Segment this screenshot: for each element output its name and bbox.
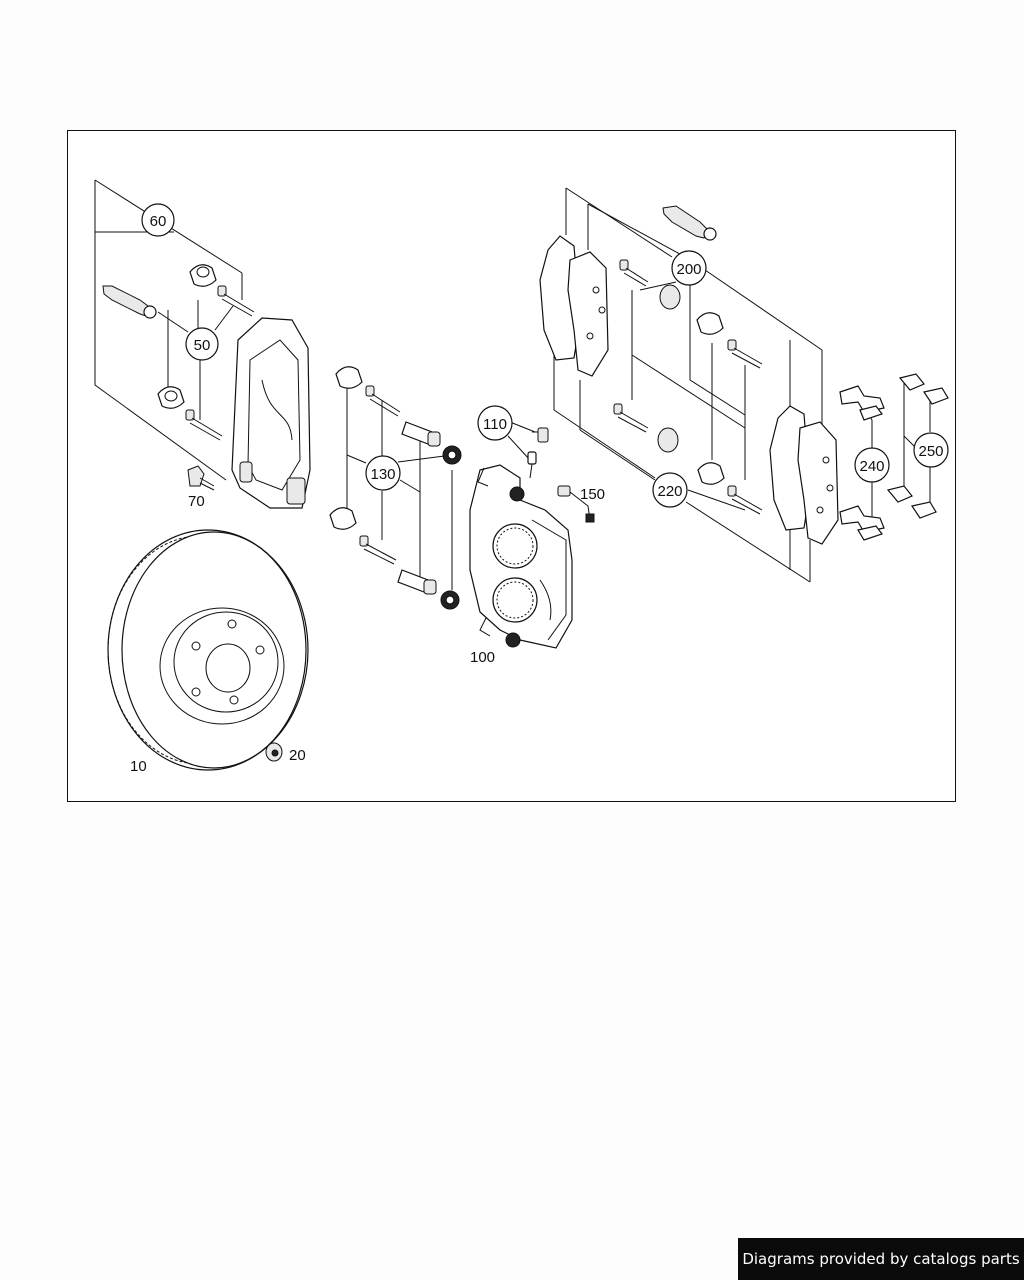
- guide-bolt-lower-left: [185, 409, 223, 441]
- callout-250: 250: [913, 432, 949, 468]
- anti-rattle-clips-250: [886, 373, 949, 519]
- pad-hardware-200: [619, 205, 763, 369]
- label-10: 10: [130, 758, 147, 775]
- callout-130-label: 130: [370, 466, 395, 483]
- footer-text: Diagrams provided by catalogs parts: [742, 1250, 1020, 1268]
- anti-rattle-clips-240: [839, 385, 885, 541]
- label-20: 20: [289, 747, 306, 764]
- guide-bolt-upper-left: [217, 285, 255, 317]
- callout-220-label: 220: [657, 483, 682, 500]
- callout-60-label: 60: [150, 213, 167, 230]
- disc-screw: [265, 742, 283, 762]
- callout-50-label: 50: [194, 337, 211, 354]
- callout-250-label: 250: [918, 443, 943, 460]
- label-150: 150: [580, 486, 605, 503]
- caliper-bracket: [231, 317, 311, 509]
- boot-seal-lower-left: [157, 386, 185, 409]
- bleeder-valve: [527, 427, 549, 479]
- callout-220: 220: [652, 472, 688, 508]
- callout-200: 200: [671, 250, 707, 286]
- brake-pad-set-lower: [769, 405, 839, 545]
- callout-110-label: 110: [483, 416, 507, 433]
- grease-tube-left: [102, 285, 157, 319]
- leader-lines: [94, 179, 931, 590]
- callout-50: 50: [185, 327, 219, 361]
- callout-240: 240: [854, 447, 890, 483]
- label-100: 100: [470, 649, 495, 666]
- brake-caliper: [469, 464, 573, 649]
- pad-hardware-220: [613, 403, 763, 515]
- callout-240-label: 240: [859, 458, 884, 475]
- brake-disc: [107, 529, 309, 771]
- callout-130: 130: [365, 455, 401, 491]
- callout-200-label: 200: [676, 261, 701, 278]
- footer-banner: Diagrams provided by catalogs parts: [738, 1238, 1024, 1280]
- callout-60: 60: [141, 203, 175, 237]
- bracket-bolt: [187, 465, 215, 491]
- callout-110: 110: [477, 405, 513, 441]
- brake-pad-set-upper: [539, 235, 609, 377]
- label-70: 70: [188, 493, 205, 510]
- guide-kit-parts: [329, 366, 462, 610]
- boot-seal-upper-left: [189, 264, 217, 287]
- wear-sensor: [557, 485, 595, 523]
